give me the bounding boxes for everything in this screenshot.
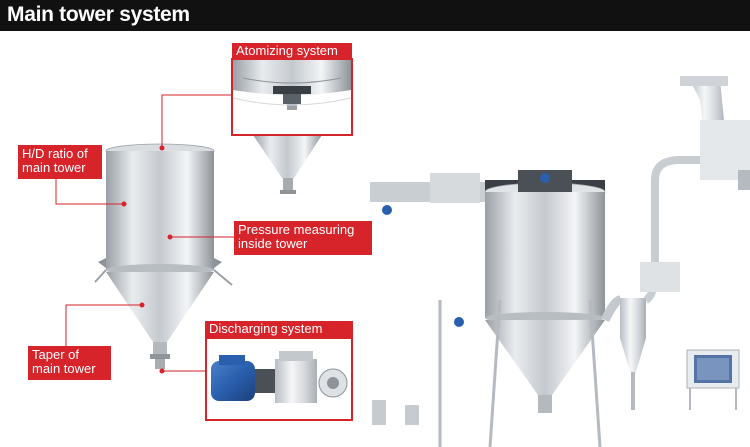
taper-label-line1: Taper of <box>32 347 79 362</box>
hd-ratio-label-line1: H/D ratio of <box>22 146 88 161</box>
taper-label-line2: main tower <box>32 361 96 376</box>
discharger-detail-illustration <box>211 351 348 403</box>
pressure-label-line1: Pressure measuring <box>238 222 355 237</box>
hd-ratio-label-line2: main tower <box>22 160 86 175</box>
taper-label: Taper of main tower <box>28 346 111 380</box>
leader-lines <box>55 94 234 374</box>
main-tower <box>94 143 233 369</box>
atomizer-unit <box>253 135 322 194</box>
pressure-label-line2: inside tower <box>238 236 308 251</box>
header-bar: Main tower system <box>0 0 750 31</box>
discharging-detail-box <box>205 337 353 421</box>
atomizing-system-label: Atomizing system <box>232 43 352 59</box>
atomizing-detail-box <box>231 58 353 136</box>
discharging-system-label: Discharging system <box>205 321 353 337</box>
hd-ratio-label: H/D ratio of main tower <box>18 145 102 179</box>
pressure-measuring-label: Pressure measuring inside tower <box>234 221 372 255</box>
spray-dryer-assembly <box>370 76 750 447</box>
atomizer-detail-illustration <box>233 60 351 110</box>
page-title: Main tower system <box>7 3 190 26</box>
